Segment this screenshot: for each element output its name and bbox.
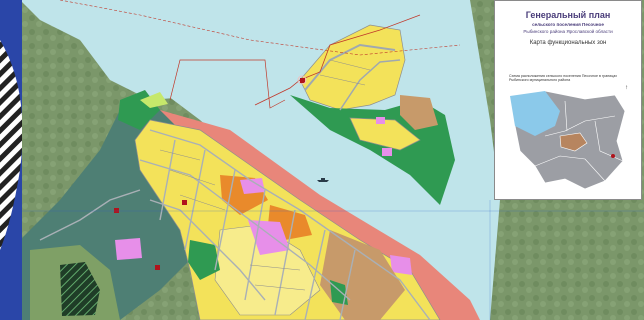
zone-light-green <box>140 92 168 108</box>
inset-marker <box>611 154 615 158</box>
zone-public-business-4 <box>115 238 142 260</box>
map-name: Карта функциональных зон <box>529 40 607 46</box>
inset-highlight <box>559 132 588 152</box>
legend-subtitle-line1: сельского поселения Песочное <box>532 22 604 27</box>
parcel-lines <box>159 59 371 291</box>
zone-public-business-3 <box>390 255 412 275</box>
square-marker-icon <box>300 78 305 83</box>
zone-residential-north <box>299 24 406 111</box>
zone-public-business-2 <box>240 178 265 194</box>
settlement-boundary-north <box>254 14 421 106</box>
zone-forest-hatched <box>60 262 100 316</box>
legend-subtitle-line2: Рыбинского района Ярославской области <box>523 29 613 34</box>
north-arrow-icon: ↑ <box>625 85 628 91</box>
road-north <box>304 43 396 91</box>
square-marker-icon <box>114 208 119 213</box>
road-north-2 <box>339 59 401 111</box>
marker-ring <box>297 75 307 85</box>
settlement-boundary-main <box>169 59 286 109</box>
square-marker-icon <box>182 200 187 205</box>
square-marker-icon <box>155 265 160 270</box>
inset-caption: Схема расположения сельского поселения П… <box>509 74 618 83</box>
sheet-edge-decoration <box>0 0 22 320</box>
street-grid <box>39 129 431 320</box>
zone-public-north <box>382 148 392 156</box>
legend-title: Генеральный план <box>525 10 611 20</box>
inset-subdivisions <box>534 100 624 182</box>
inset-water <box>510 91 560 136</box>
river-upper-lobe <box>80 0 400 100</box>
boat-icon <box>317 178 329 182</box>
district-inset-map <box>509 90 626 190</box>
map-legend: Генеральный план сельского поселения Пес… <box>494 0 642 200</box>
zone-residential-north-2 <box>349 117 421 151</box>
zone-public-north-2 <box>376 117 385 124</box>
zone-special-north <box>400 95 438 130</box>
zone-forest-main <box>188 240 220 280</box>
